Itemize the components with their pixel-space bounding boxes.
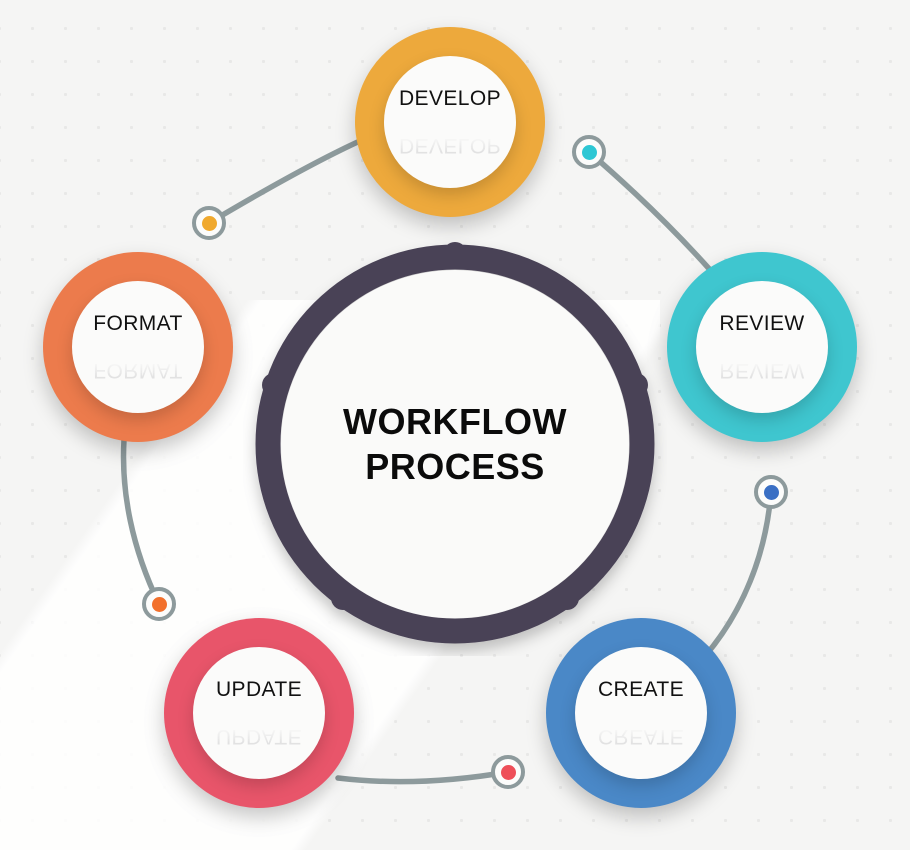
connector-dot-develop-core	[201, 215, 217, 231]
node-review-reflection: REVIEW	[719, 359, 805, 382]
connector-dot-update-core	[500, 764, 516, 780]
node-format-label: FORMAT	[93, 312, 183, 335]
node-update-face: UPDATE UPDATE	[193, 647, 325, 779]
center-title-line2: PROCESS	[365, 446, 545, 487]
node-develop-reflection: DEVELOP	[398, 134, 501, 157]
node-develop-label: DEVELOP	[398, 87, 501, 110]
node-format-reflection: FORMAT	[93, 359, 183, 382]
center-title-line1: WORKFLOW	[343, 401, 567, 442]
connector-path-review	[586, 149, 715, 275]
node-create-reflection: CREATE	[597, 725, 685, 748]
connector-path-develop	[206, 137, 365, 226]
node-develop-face: DEVELOP DEVELOP	[384, 56, 516, 188]
node-format-face: FORMAT FORMAT	[72, 281, 204, 413]
center-hub[interactable]: WORKFLOW PROCESS	[243, 232, 667, 656]
connector-dot-format-core	[151, 596, 167, 612]
connector-dot-format[interactable]	[142, 587, 176, 621]
connector-path-format	[120, 437, 162, 607]
connector-path-create	[703, 489, 774, 658]
node-update[interactable]: UPDATE UPDATE	[164, 618, 354, 808]
node-update-label: UPDATE	[215, 678, 303, 701]
connector-path-update	[335, 769, 511, 785]
connector-dot-create[interactable]	[754, 475, 788, 509]
node-update-reflection: UPDATE	[215, 725, 303, 748]
node-create[interactable]: CREATE CREATE	[546, 618, 736, 808]
node-review[interactable]: REVIEW REVIEW	[667, 252, 857, 442]
node-format[interactable]: FORMAT FORMAT	[43, 252, 233, 442]
node-create-face: CREATE CREATE	[575, 647, 707, 779]
connector-dot-create-core	[763, 484, 779, 500]
node-review-face: REVIEW REVIEW	[696, 281, 828, 413]
node-develop[interactable]: DEVELOP DEVELOP	[355, 27, 545, 217]
connector-dot-review[interactable]	[572, 135, 606, 169]
node-review-label: REVIEW	[719, 312, 805, 335]
connector-dot-review-core	[581, 144, 597, 160]
center-hub-face: WORKFLOW PROCESS	[281, 270, 629, 618]
center-hub-ring	[255, 242, 655, 644]
connector-dot-develop[interactable]	[192, 206, 226, 240]
connector-dot-update[interactable]	[491, 755, 525, 789]
node-create-label: CREATE	[597, 678, 685, 701]
